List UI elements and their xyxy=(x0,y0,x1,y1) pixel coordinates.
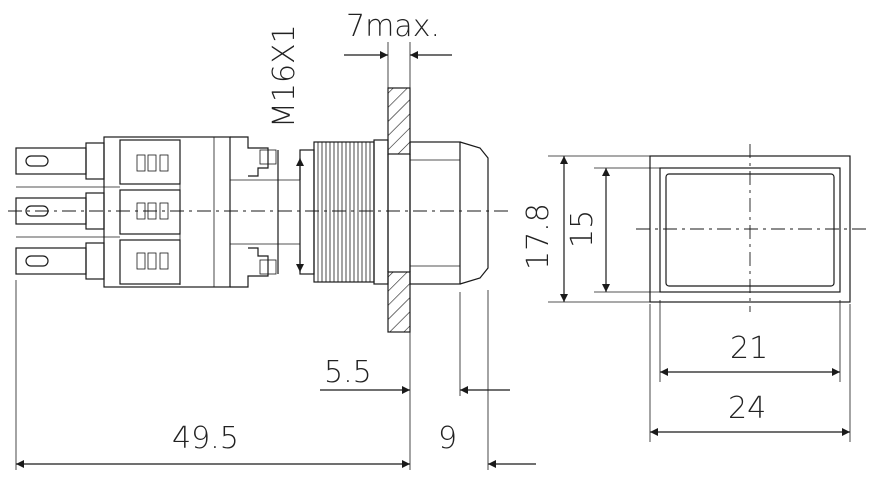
inner-height-label: 15 xyxy=(565,210,600,248)
panel-section xyxy=(387,87,411,333)
length-dimensions: 49.5 9 xyxy=(15,280,536,470)
front-bezel xyxy=(409,141,489,285)
panel-max-label: 7max. xyxy=(346,9,440,44)
side-view: M16X1 7max. 5.5 49.5 9 xyxy=(8,9,536,470)
thread-dimension: M16X1 xyxy=(267,24,304,274)
panel-lower xyxy=(387,271,411,333)
thread-label: M16X1 xyxy=(267,24,302,128)
inner-width-label: 21 xyxy=(730,331,768,366)
inner-width-dimension: 21 xyxy=(659,300,841,382)
outer-width-dimension: 24 xyxy=(649,304,851,442)
terminal-bottom-hole xyxy=(25,255,49,267)
panel-upper xyxy=(387,87,411,155)
panel-max-dimension: 7max. xyxy=(344,9,452,88)
inner-height-dimension: 15 xyxy=(565,167,660,293)
outer-height-label: 17.8 xyxy=(521,203,556,270)
front-length-label: 9 xyxy=(438,421,457,456)
threaded-bushing xyxy=(299,139,389,285)
body-length-label: 49.5 xyxy=(172,421,239,456)
front-view: 17.8 15 21 24 xyxy=(521,144,866,442)
switch-body xyxy=(103,136,300,288)
outer-height-dimension: 17.8 xyxy=(521,155,650,303)
terminal-top-hole xyxy=(25,155,49,167)
bezel-offset-label: 5.5 xyxy=(324,355,372,390)
terminal-middle-hole xyxy=(25,205,49,217)
outer-width-label: 24 xyxy=(728,391,766,426)
bezel-offset-dimension: 5.5 xyxy=(320,292,510,396)
